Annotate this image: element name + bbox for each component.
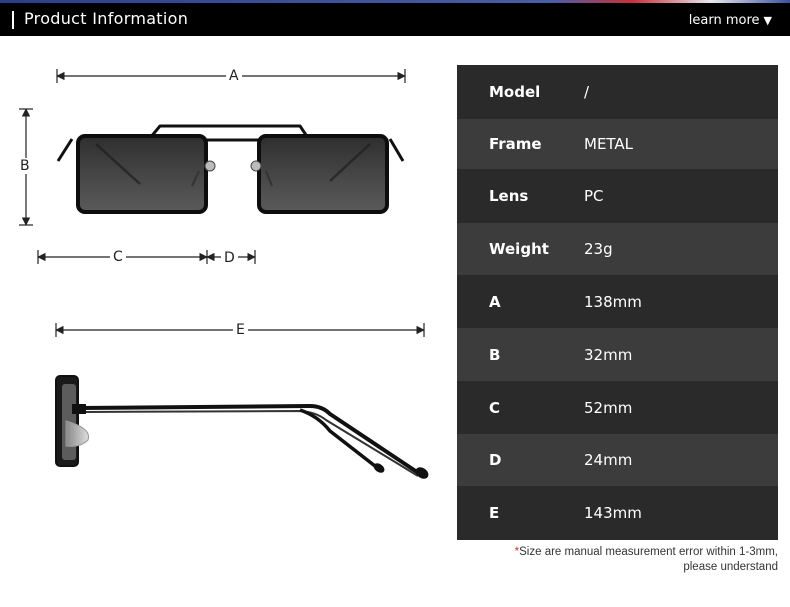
header-bar: Product Information learn more▼ (0, 3, 790, 36)
spec-row-model: Model / (457, 65, 778, 119)
spec-key: B (489, 345, 501, 364)
spec-value: 32mm (584, 345, 633, 364)
spec-key: Frame (489, 135, 542, 153)
measurement-note: *Size are manual measurement error withi… (458, 545, 778, 575)
spec-row-c: C 52mm (457, 381, 778, 434)
spec-value: METAL (584, 135, 634, 153)
spec-row-b: B 32mm (457, 328, 778, 381)
spec-value: 138mm (584, 292, 642, 311)
spec-key: Lens (489, 187, 529, 205)
spec-row-frame: Frame METAL (457, 119, 778, 169)
spec-key: A (489, 292, 501, 311)
spec-row-e: E 143mm (457, 486, 778, 540)
spec-key: Model (489, 83, 541, 101)
spec-value: 143mm (584, 504, 642, 522)
note-asterisk: * (514, 546, 520, 558)
spec-key: Weight (489, 240, 549, 258)
learn-more-label: learn more (688, 13, 760, 28)
spec-key: E (489, 504, 500, 522)
header-accent-bar (12, 11, 14, 29)
spec-row-a: A 138mm (457, 275, 778, 328)
spec-key: D (489, 451, 502, 469)
glasses-front-view (56, 124, 405, 214)
dimension-e-label: E (233, 322, 248, 338)
spec-value: 52mm (584, 398, 633, 417)
dimension-b-label: B (17, 158, 33, 174)
spec-row-lens: Lens PC (457, 169, 778, 223)
spec-value: PC (584, 187, 604, 205)
dimension-d-label: D (221, 250, 238, 266)
chevron-down-icon: ▼ (763, 14, 772, 27)
spec-table: Model / Frame METAL Lens PC Weight 23g A… (457, 65, 778, 540)
spec-row-weight: Weight 23g (457, 223, 778, 275)
top-stripe (0, 0, 790, 3)
dimension-a-label: A (226, 68, 242, 84)
glasses-illustration (19, 69, 429, 479)
learn-more-link[interactable]: learn more▼ (689, 13, 772, 28)
spec-value: 23g (584, 240, 613, 258)
dimension-diagram: A B C D E (0, 36, 450, 607)
page-title: Product Information (24, 9, 189, 28)
spec-value: 24mm (584, 451, 633, 469)
glasses-side-view (55, 375, 429, 479)
spec-value: / (584, 83, 590, 101)
spec-row-d: D 24mm (457, 434, 778, 486)
note-line-1: Size are manual measurement error within… (519, 546, 778, 558)
spec-key: C (489, 398, 501, 417)
dimension-c-label: C (110, 249, 126, 265)
note-line-2: please understand (683, 561, 778, 573)
